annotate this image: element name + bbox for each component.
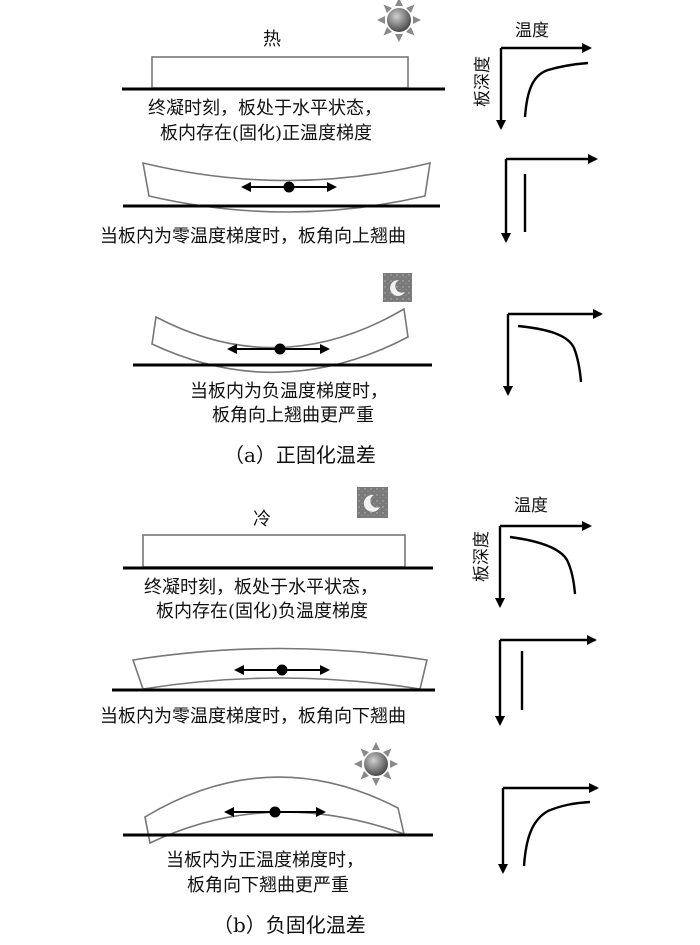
panel-a: 热 终凝时刻，板处于水平状态， 板内存在(固化)正温度梯度 当板内为零温度梯度时… (100, 0, 603, 467)
heat-label: 热 (263, 29, 281, 50)
temp-profile-graph (503, 309, 603, 396)
row2-text-line1: 当板内为零温度梯度时，板角向上翘曲 (100, 226, 406, 247)
row1-text-line1: 终凝时刻，板处于水平状态， (144, 577, 378, 598)
slab-flat (151, 56, 409, 89)
temp-profile-graph (495, 635, 597, 726)
row1-text-line2: 板内存在(固化)正温度梯度 (160, 123, 372, 144)
row3-text-line2: 板角向上翘曲更严重 (212, 405, 374, 426)
moon-icon (357, 487, 388, 518)
slab-flat (142, 534, 406, 568)
row1-text-line2: 板内存在(固化)负温度梯度 (156, 601, 368, 622)
panel-b: 冷 终凝时刻，板处于水平状态， 板内存在(固化)负温度梯度 当板内为零温度梯度时… (100, 487, 599, 937)
row2-text-line1: 当板内为零温度梯度时，板角向下翘曲 (100, 706, 406, 727)
graph-x-label: 温度 (515, 21, 549, 41)
center-dot (283, 181, 295, 193)
temp-profile-graph (496, 43, 592, 130)
cold-label: 冷 (253, 509, 271, 530)
caption-b: （b）负固化温差 (213, 913, 366, 937)
temp-profile-graph (495, 521, 592, 608)
graph-y-label: 板深度 (472, 531, 492, 582)
sun-icon (377, 0, 421, 42)
temp-profile-graph (501, 154, 598, 243)
center-dot (276, 664, 288, 676)
row3-text-line1: 当板内为负温度梯度时， (190, 381, 388, 402)
temp-profile-graph (498, 783, 599, 874)
row3-text-line2: 板角向下翘曲更严重 (187, 875, 349, 896)
graph-y-label: 板深度 (473, 56, 493, 107)
center-dot (274, 343, 286, 355)
caption-a: （a）正固化温差 (224, 443, 376, 467)
slab-curled-up-severe (151, 307, 409, 374)
sun-icon (354, 742, 398, 786)
center-dot (269, 806, 281, 818)
row1-text-line1: 终凝时刻，板处于水平状态， (148, 98, 382, 119)
row3-text-line1: 当板内为正温度梯度时， (166, 850, 364, 871)
graph-x-label: 温度 (514, 496, 548, 516)
moon-icon (383, 273, 412, 302)
